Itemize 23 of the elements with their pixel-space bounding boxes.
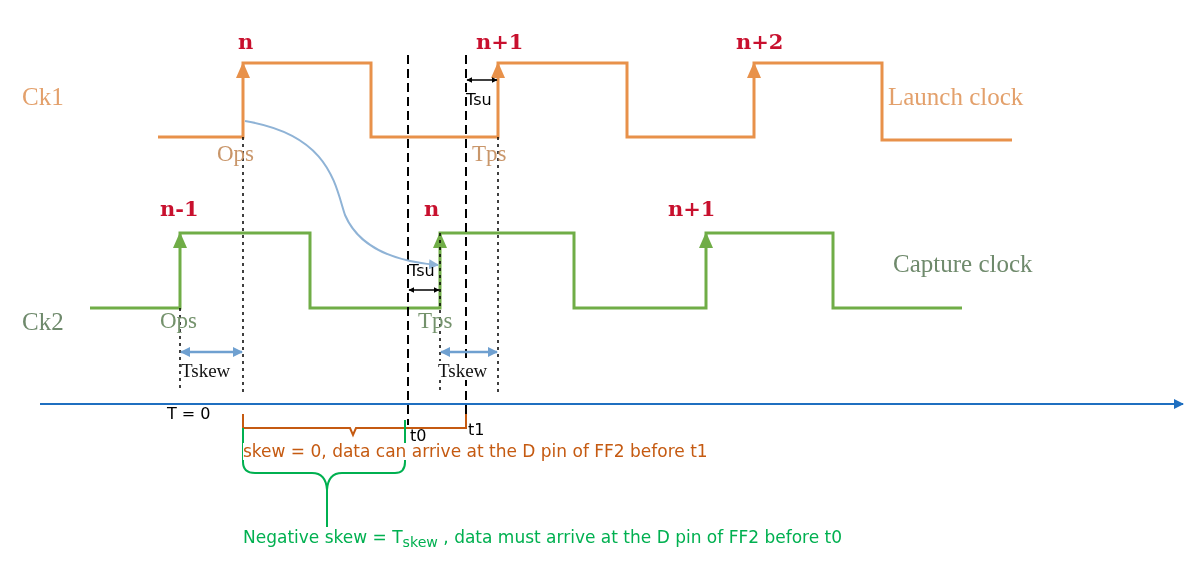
time-label: t1: [468, 422, 485, 438]
annotation: skew = 0, data can arrive at the D pin of FF2 before t1: [243, 443, 708, 460]
waveform-label: Launch clock: [888, 84, 1024, 109]
signal-name: Ck2: [22, 309, 64, 334]
timing-label: Tsu: [409, 263, 435, 279]
point-label: Tps: [418, 309, 453, 332]
cycle-label: n: [424, 198, 440, 219]
time-label: T = 0: [167, 406, 211, 422]
annotation: Negative skew = T$_{skew}$ , data must arrive at the D pin of FF2 before t0: [243, 529, 842, 550]
point-label: Tps: [472, 142, 507, 165]
cycle-label: n-1: [160, 198, 199, 219]
cycle-label: n: [238, 31, 254, 52]
timing-label: Tskew: [438, 361, 488, 380]
timing-label: Tsu: [466, 92, 492, 108]
waveform-label: Capture clock: [893, 251, 1033, 276]
point-label: Ops: [217, 142, 255, 165]
cycle-label: n+2: [736, 31, 784, 52]
point-label: Ops: [160, 309, 198, 332]
timing-label: Tskew: [181, 361, 231, 380]
cycle-label: n+1: [668, 198, 716, 219]
cycle-label: n+1: [476, 31, 524, 52]
time-label: t0: [410, 428, 427, 444]
signal-name: Ck1: [22, 84, 64, 109]
